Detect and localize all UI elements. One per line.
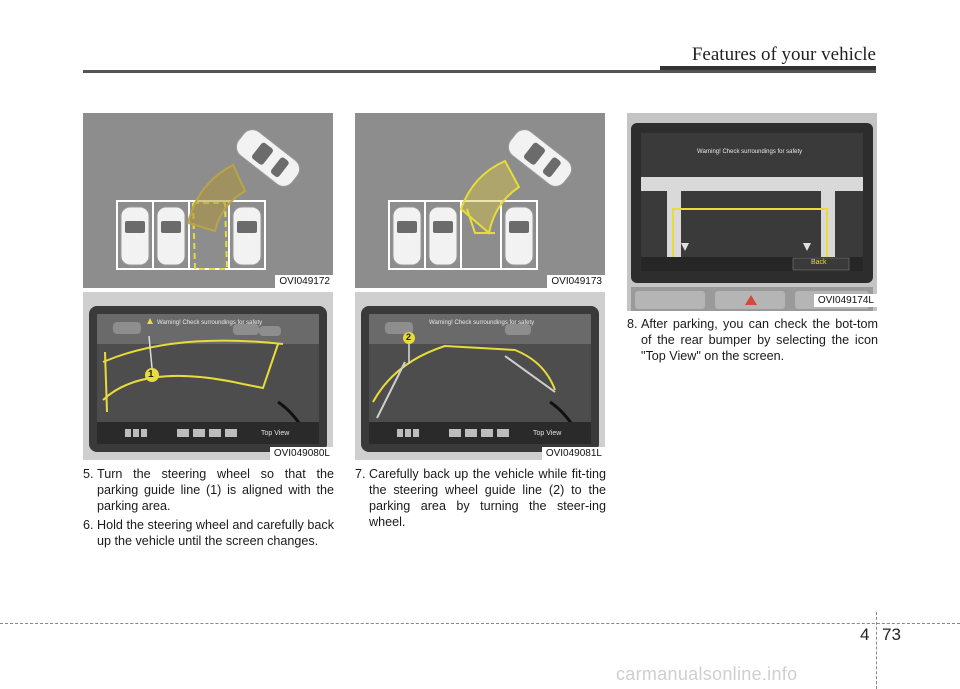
step-text: Turn the steering wheel so that the park… xyxy=(97,467,334,513)
figure-code-label: OVI049173 xyxy=(547,275,605,288)
step-item: 7. Carefully back up the vehicle while f… xyxy=(355,466,606,530)
top-view-screen-illustration xyxy=(627,113,877,311)
footer-divider xyxy=(876,612,877,689)
column-1-text: 5. Turn the steering wheel so that the p… xyxy=(83,466,334,552)
back-button[interactable]: Back xyxy=(811,259,827,266)
figure-parking-diagram-1: OVI049172 xyxy=(83,113,333,288)
watermark: carmanualsonline.info xyxy=(616,664,798,684)
figure-code-label: OVI049174L xyxy=(813,294,877,307)
camera-warning-text: Warning! Check surroundings for safety xyxy=(157,320,263,326)
top-view-button[interactable]: Top View xyxy=(533,430,562,437)
step-text: Hold the steering wheel and carefully ba… xyxy=(97,518,334,548)
step-item: 8. After parking, you can check the bot-… xyxy=(627,316,878,364)
header-rule-accent xyxy=(660,66,876,70)
page-number: 73 xyxy=(882,625,901,644)
footer-rule xyxy=(0,623,960,624)
figure-camera-display-2: Warning! Check surroundings for safety 2… xyxy=(355,292,605,460)
figure-top-view-screen: Warning! Check surroundings for safety B… xyxy=(627,113,877,311)
figure-code-label: OVI049081L xyxy=(541,447,605,460)
figure-code-label: OVI049172 xyxy=(275,275,333,288)
step-number: 5. xyxy=(83,467,94,481)
parking-diagram-illustration xyxy=(355,113,605,288)
step-number: 6. xyxy=(83,518,94,532)
step-text: Carefully back up the vehicle while fit-… xyxy=(369,467,606,529)
step-item: 6. Hold the steering wheel and carefully… xyxy=(83,517,334,549)
figure-parking-diagram-2: OVI049173 xyxy=(355,113,605,288)
header-rule xyxy=(83,70,876,73)
step-number: 7. xyxy=(355,467,366,481)
camera-display-illustration xyxy=(83,292,333,460)
header-title: Features of your vehicle xyxy=(691,44,876,65)
step-number: 8. xyxy=(627,317,638,331)
page-chapter: 4 xyxy=(860,625,870,644)
figure-camera-display-1: Warning! Check surroundings for safety 1… xyxy=(83,292,333,460)
camera-warning-text: Warning! Check surroundings for safety xyxy=(429,320,535,326)
column-3-text: 8. After parking, you can check the bot-… xyxy=(627,316,878,367)
camera-display-illustration xyxy=(355,292,605,460)
marker-1: 1 xyxy=(148,369,154,380)
top-view-button[interactable]: Top View xyxy=(261,430,290,437)
screen-warning-text: Warning! Check surroundings for safety xyxy=(697,149,803,155)
parking-diagram-illustration xyxy=(83,113,333,288)
step-item: 5. Turn the steering wheel so that the p… xyxy=(83,466,334,514)
figure-code-label: OVI049080L xyxy=(269,447,333,460)
column-2-text: 7. Carefully back up the vehicle while f… xyxy=(355,466,606,533)
step-text: After parking, you can check the bot-tom… xyxy=(641,317,878,363)
marker-2: 2 xyxy=(406,332,412,342)
